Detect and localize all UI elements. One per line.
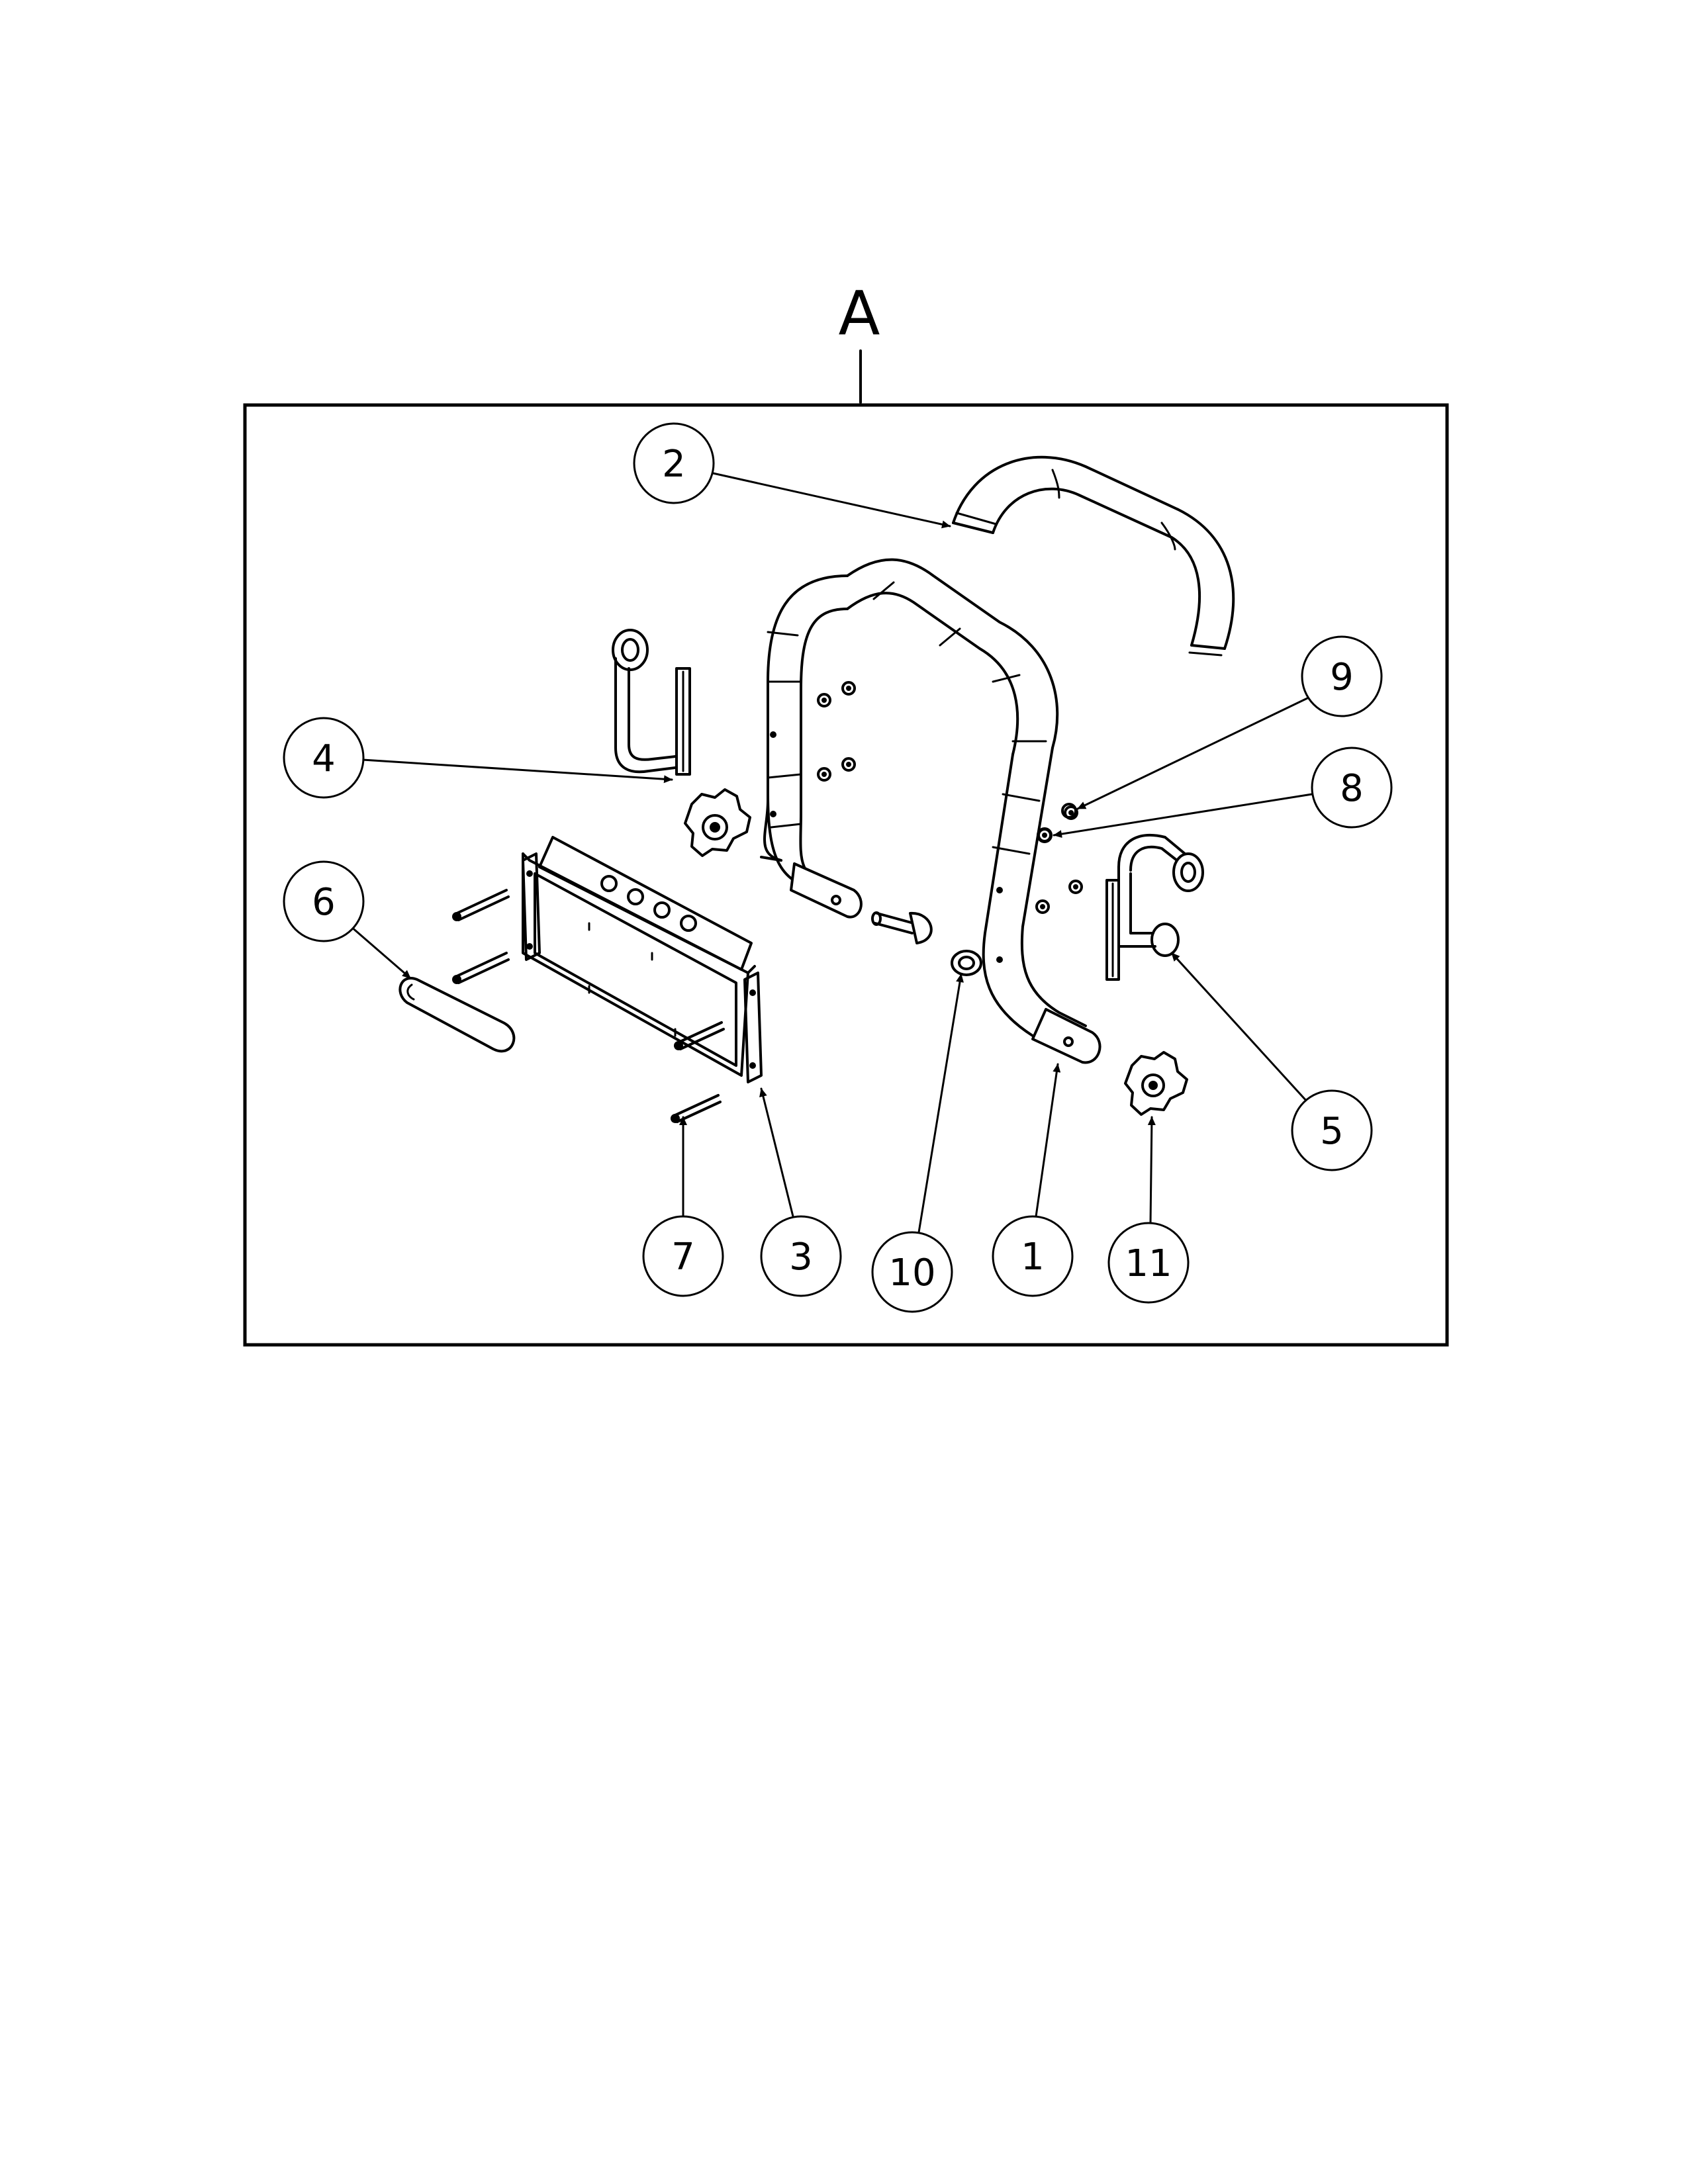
callout-2: 2 xyxy=(633,422,951,529)
callout-9: 9 xyxy=(1076,635,1383,810)
part-3-front-plate xyxy=(522,836,763,1083)
callout-3: 3 xyxy=(759,1087,842,1297)
svg-text:7: 7 xyxy=(671,1236,695,1279)
callout-6: 6 xyxy=(283,860,412,979)
part-4-left-bracket xyxy=(612,629,691,776)
callout-8: 8 xyxy=(1053,747,1393,839)
part-8-9-washers xyxy=(1037,803,1077,843)
part-1-main-frame xyxy=(760,558,1102,1064)
callout-5: 5 xyxy=(1170,952,1373,1171)
svg-text:2: 2 xyxy=(662,443,686,486)
part-11-knob xyxy=(1124,1051,1188,1116)
svg-text:3: 3 xyxy=(789,1236,813,1279)
callout-7: 7 xyxy=(642,1116,724,1297)
svg-text:5: 5 xyxy=(1320,1110,1344,1153)
detail-frame xyxy=(243,403,1449,1347)
part-5-right-bracket xyxy=(1105,834,1204,981)
knob-left xyxy=(684,788,751,857)
svg-text:9: 9 xyxy=(1330,656,1354,699)
svg-text:8: 8 xyxy=(1340,767,1364,810)
callout-1: 1 xyxy=(992,1063,1074,1297)
view-label: A xyxy=(839,278,880,349)
svg-text:10: 10 xyxy=(888,1251,935,1295)
part-2-top-grip-tube xyxy=(952,455,1235,657)
callout-10: 10 xyxy=(871,973,964,1313)
mushroom-bolt xyxy=(871,911,933,944)
svg-text:11: 11 xyxy=(1125,1242,1172,1285)
part-10-pin xyxy=(951,950,982,976)
frame-nuts-left xyxy=(817,681,856,782)
frame-nuts-right xyxy=(1035,805,1083,914)
svg-text:4: 4 xyxy=(312,737,336,780)
svg-text:6: 6 xyxy=(312,881,336,924)
callout-11: 11 xyxy=(1107,1116,1190,1304)
part-6-grip-sleeve xyxy=(399,977,516,1053)
svg-text:1: 1 xyxy=(1021,1236,1045,1279)
callout-4: 4 xyxy=(283,717,673,799)
